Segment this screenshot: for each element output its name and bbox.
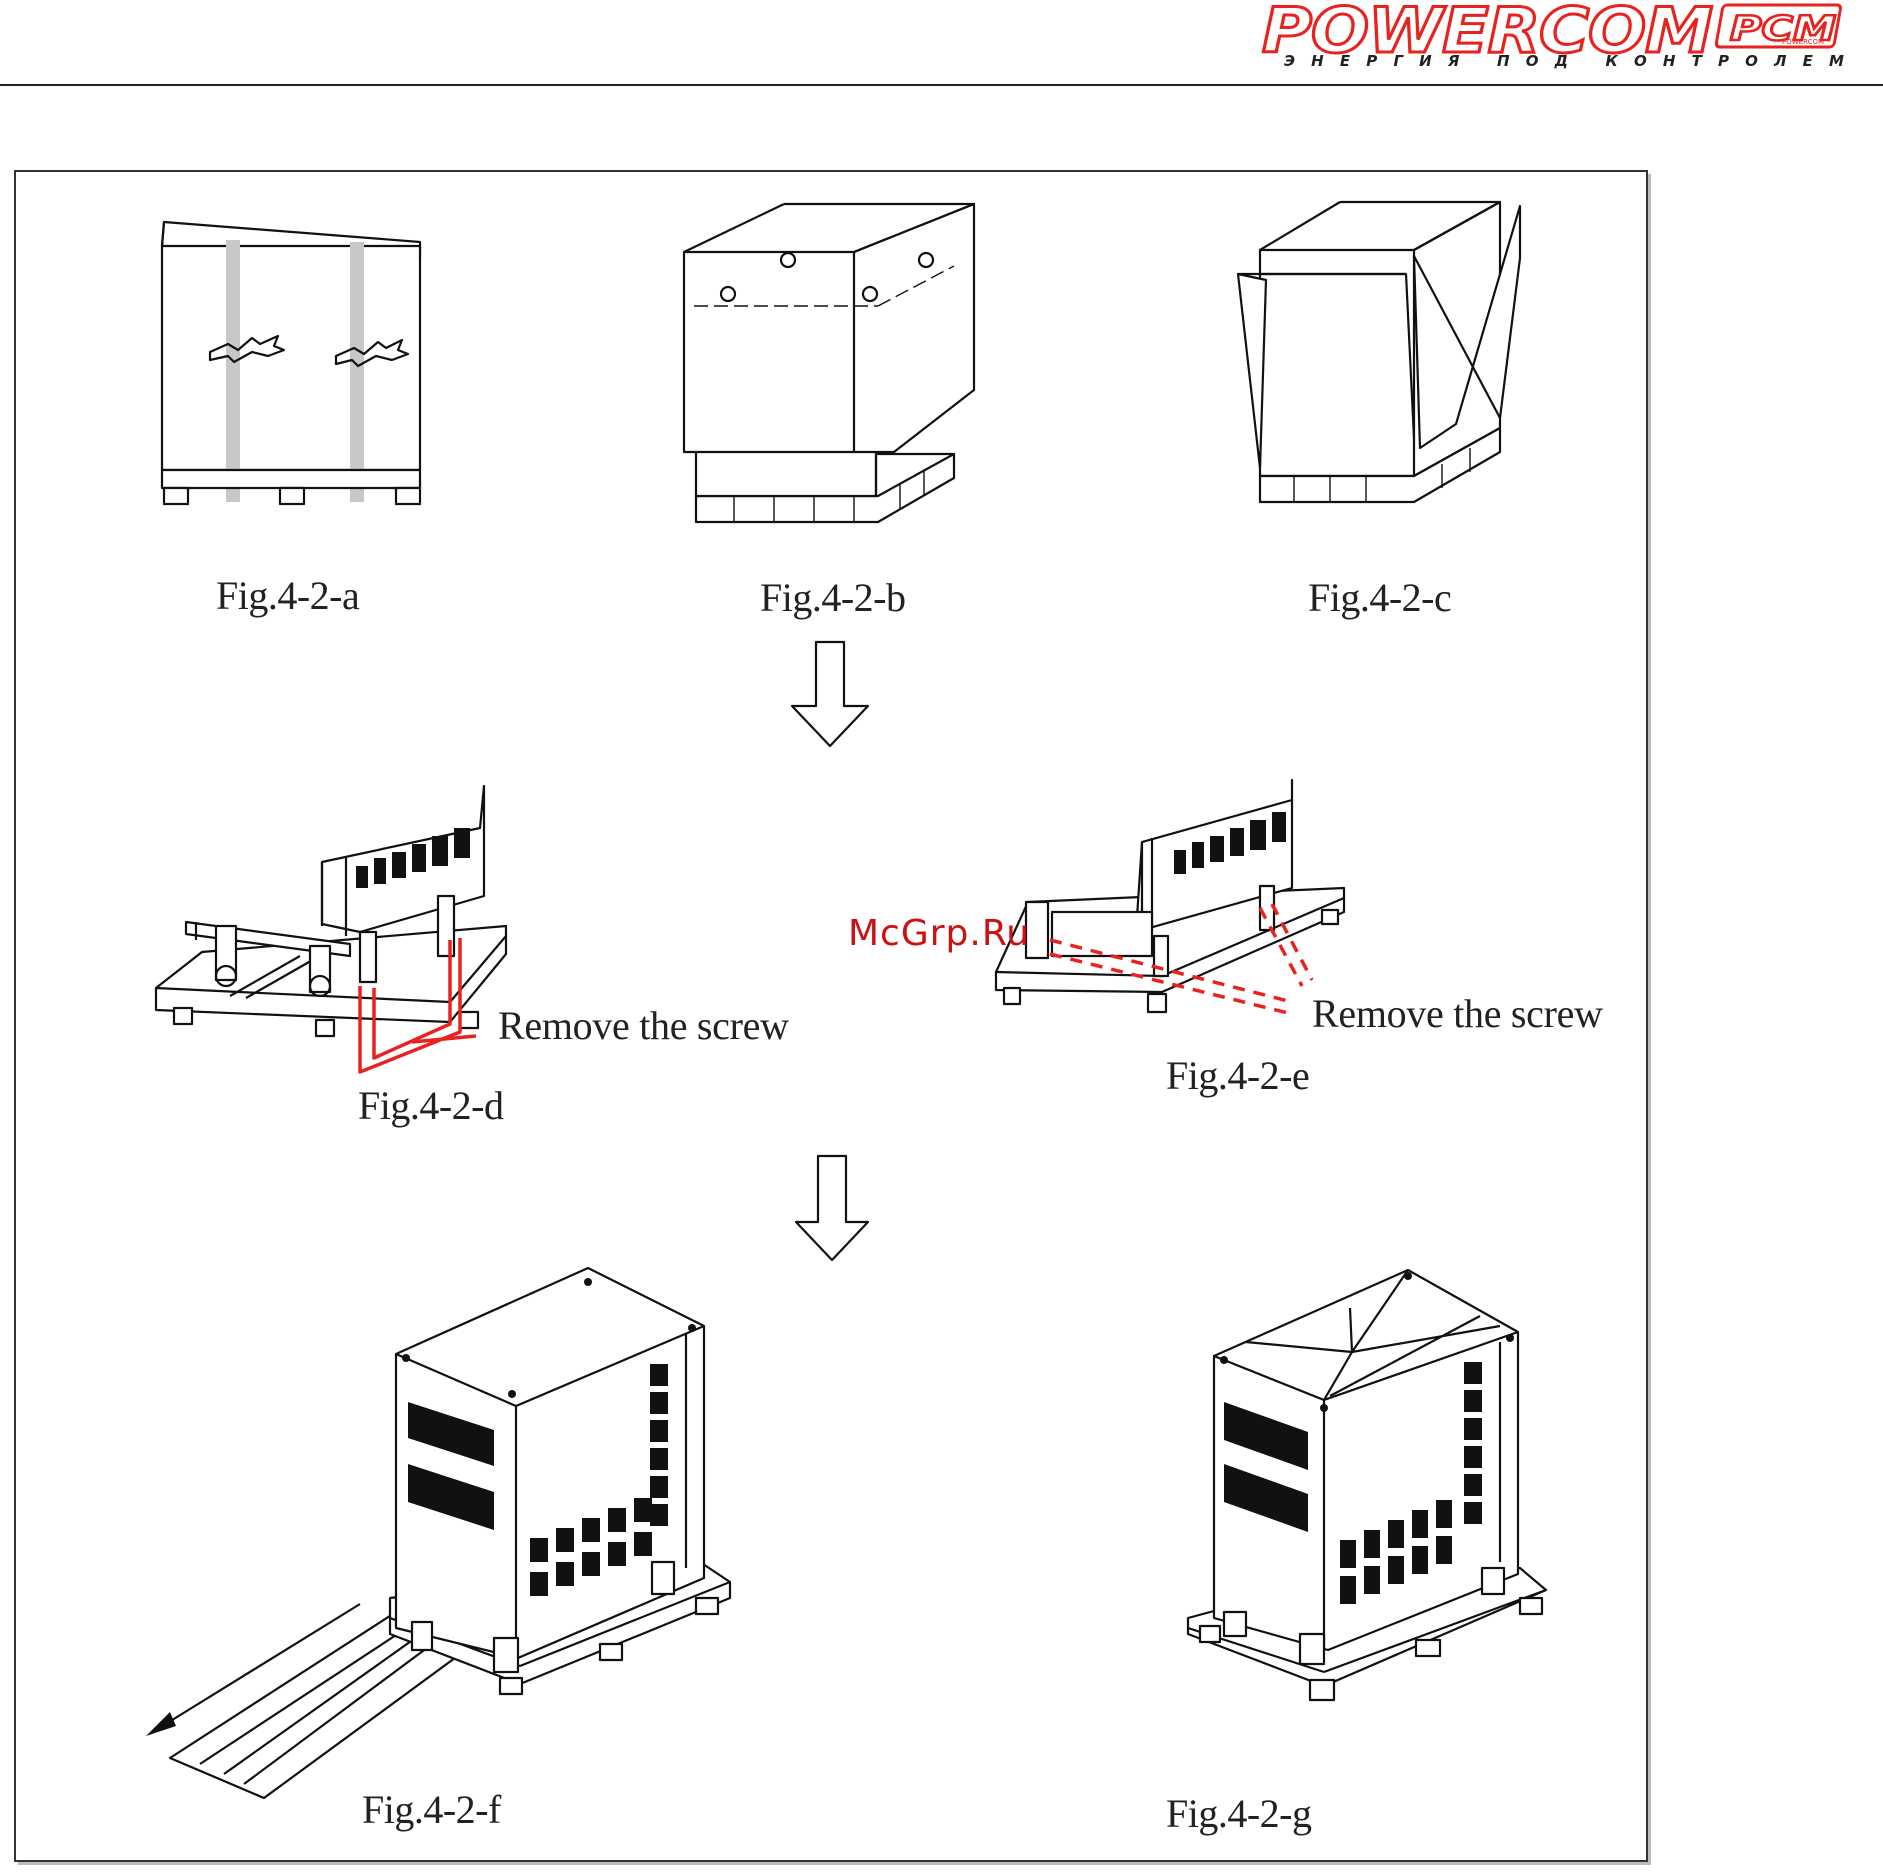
caption-fig-c: Fig.4-2-c — [1308, 574, 1451, 621]
frame-shadow — [18, 1862, 1651, 1865]
watermark: McGrp.Ru — [848, 913, 1030, 954]
caption-fig-b: Fig.4-2-b — [760, 574, 906, 621]
fig-c-illustration — [1230, 198, 1530, 518]
fig-g-illustration — [1180, 1262, 1560, 1722]
caption-fig-e: Fig.4-2-e — [1166, 1052, 1309, 1099]
note-remove-screw-e: Remove the screw — [1312, 990, 1603, 1037]
caption-fig-a: Fig.4-2-a — [216, 572, 359, 619]
frame-shadow — [1648, 174, 1651, 1864]
caption-fig-f: Fig.4-2-f — [362, 1786, 501, 1833]
down-arrow-icon — [794, 1154, 870, 1264]
note-remove-screw-d: Remove the screw — [498, 1002, 789, 1049]
caption-fig-d: Fig.4-2-d — [358, 1082, 504, 1129]
fig-a-illustration — [150, 210, 440, 510]
strap — [226, 240, 240, 502]
fig-f-illustration — [140, 1262, 740, 1822]
strap — [350, 242, 364, 502]
powercom-logo: POWERCOM PCM POWERCOM ЭНЕРГИЯ ПОД КОНТРО… — [1262, 0, 1862, 72]
header-rule — [0, 84, 1883, 86]
down-arrow-icon — [790, 640, 870, 750]
left-arrow-icon — [146, 1712, 176, 1736]
caption-fig-g: Fig.4-2-g — [1166, 1790, 1312, 1837]
fig-b-illustration — [678, 200, 988, 540]
page-header: POWERCOM PCM POWERCOM ЭНЕРГИЯ ПОД КОНТРО… — [0, 0, 1883, 86]
logo-tagline: ЭНЕРГИЯ ПОД КОНТРОЛЕМ — [1284, 52, 1844, 70]
fig-d-illustration — [150, 786, 520, 1076]
fig-e-illustration — [992, 780, 1352, 1040]
logo-badge-small: POWERCOM — [1782, 38, 1824, 46]
